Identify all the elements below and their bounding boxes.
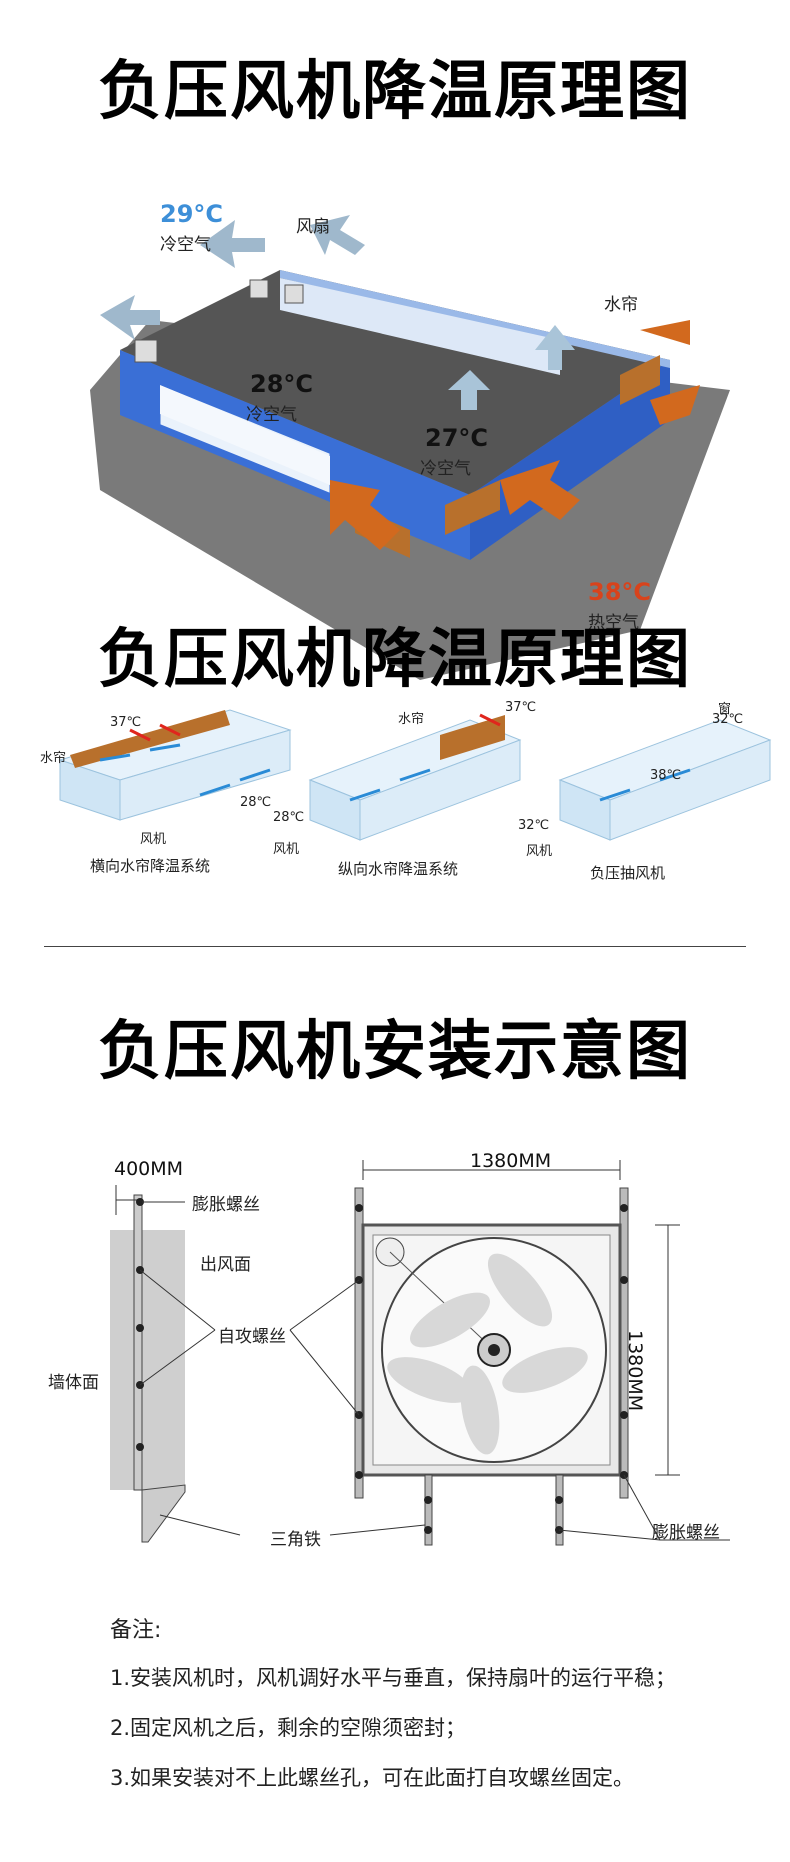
note-item-2: 2.固定风机之后，剩余的空隙须密封； [110,1716,467,1740]
notes-heading: 备注: [110,1618,162,1643]
d1-fan-label: 风机 [140,832,167,847]
d3-fan-label: 风机 [526,844,553,859]
d2-fan-label: 风机 [273,842,300,857]
d3-temp-window: 32℃ [712,712,744,727]
outlet-face-label: 出风面 [200,1255,251,1275]
dim-height: 1380MM [624,1330,646,1412]
note-item-1: 1.安装风机时，风机调好水平与垂直，保持扇叶的运行平稳； [110,1666,677,1690]
greenhouse-illustration [90,215,730,680]
cold-air-label-3: 冷空气 [420,459,471,479]
d3-caption: 负压抽风机 [590,864,666,882]
d2-caption: 纵向水帘降温系统 [338,860,459,878]
installation-diagram [110,1160,730,1546]
wall-face-label: 墙体面 [48,1373,99,1393]
curtain-label: 水帘 [604,295,638,315]
section-divider [44,946,746,947]
d2-curtain-label: 水帘 [398,712,425,727]
diagram-negative-pressure [558,719,772,841]
temp-hot-label: 38°C [588,578,652,606]
temp-mid2-label: 27°C [425,424,489,452]
d3-temp-inside: 38℃ [650,768,682,783]
cold-air-label-1: 冷空气 [160,235,211,255]
fan-label: 风扇 [296,217,330,237]
section1-title: 负压风机降温原理图 [98,55,692,129]
dim-400mm: 400MM [114,1158,184,1180]
expansion-screw-top-label: 膨胀螺丝 [192,1195,260,1215]
d2-temp-out: 28℃ [273,810,305,825]
note-item-3: 3.如果安装对不上此螺丝孔，可在此面打自攻螺丝固定。 [110,1766,635,1790]
d3-temp-out: 32℃ [518,818,550,833]
d1-temp-in: 37℃ [110,715,142,730]
d1-temp-out: 28℃ [240,795,272,810]
d1-curtain-label: 水帘 [40,751,67,766]
d1-caption: 横向水帘降温系统 [90,857,211,875]
hot-air-label: 热空气 [588,613,639,633]
temp-mid1-label: 28°C [250,370,314,398]
angle-iron-label: 三角铁 [270,1530,321,1550]
section3-title: 负压风机安装示意图 [98,1015,692,1089]
temp-cold-label: 29°C [160,200,224,228]
cold-air-label-2: 冷空气 [246,405,297,425]
diagram-vertical-curtain [308,715,522,841]
d3-window-label: 窗 [718,702,732,717]
cooling-systems-diagrams [58,709,772,841]
section2-title: 负压风机降温原理图 [98,623,692,697]
self-tapping-screw-label: 自攻螺丝 [218,1327,286,1347]
d2-temp-in: 37℃ [505,700,537,715]
expansion-screw-bottom-label: 膨胀螺丝 [652,1523,720,1543]
dim-width: 1380MM [470,1150,552,1172]
